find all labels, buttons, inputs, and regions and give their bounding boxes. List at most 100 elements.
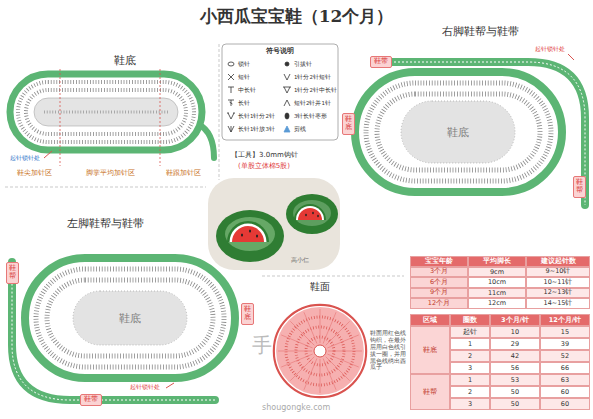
- drawing-part: [241, 233, 243, 236]
- legend-text: 短针2针并1针: [294, 100, 331, 107]
- table-cell: 12~13针: [526, 288, 590, 299]
- chart-heading-group: 鞋底: [5, 52, 220, 152]
- drawing-part: [317, 215, 319, 218]
- table-cell: 圈数: [450, 314, 490, 326]
- start-point-label: 起针锁针处: [10, 155, 40, 162]
- stitch-spoke: [327, 335, 358, 348]
- drawing-part: [44, 151, 52, 158]
- zone-label: 脚掌平均加针区: [86, 170, 135, 177]
- table-cell: 50: [490, 386, 540, 398]
- stitch-spoke: [281, 335, 312, 348]
- table-cell: 平均脚长: [468, 256, 526, 267]
- drawing-part: [568, 54, 574, 60]
- drawing-part: [293, 200, 331, 226]
- part-tag: 鞋底: [342, 113, 355, 135]
- stitch-spoke: [290, 357, 314, 381]
- drawing-part: [34, 98, 178, 126]
- legend-item: 短针2针并1针: [282, 99, 331, 107]
- zone-label: 鞋跟加针区: [166, 170, 201, 177]
- stitch-symbol: [285, 113, 289, 119]
- stitch-spoke: [326, 321, 350, 345]
- legend-text: 中长针: [238, 87, 256, 94]
- center-text: 鞋底: [119, 311, 141, 326]
- legend-item: 中长针: [226, 86, 256, 94]
- circle-outline: [262, 281, 378, 401]
- center-ring: [314, 345, 326, 357]
- table-cell: 10cm: [468, 277, 526, 288]
- drawing-part: [26, 90, 186, 134]
- part-tag: 鞋带: [80, 394, 102, 406]
- table-cell: 11cm: [468, 288, 526, 299]
- drawing-part: [286, 194, 338, 234]
- white-edge: [276, 307, 365, 396]
- part-tag: 鞋带: [370, 56, 392, 68]
- stitch-spoke: [281, 354, 312, 367]
- drawing-part: [219, 44, 220, 180]
- legend-text: 锁针: [238, 61, 250, 68]
- legend-symbol: [282, 112, 292, 120]
- drawing-part: [225, 217, 275, 251]
- stitch-symbol: [228, 87, 234, 93]
- table-cell: 鞋底: [410, 326, 450, 374]
- legend-item: 短针: [226, 73, 250, 81]
- table-cell: 12个月: [410, 298, 468, 309]
- legend-symbol: [226, 99, 236, 107]
- table-cell: 起针: [450, 326, 490, 338]
- table-cell: 9cm: [468, 267, 526, 278]
- drawing-part: [312, 212, 314, 215]
- table-cell: 12个月/针: [540, 314, 590, 326]
- table-cell: 15: [540, 326, 590, 338]
- table-cell: 建议起针数: [526, 256, 590, 267]
- stitch-symbol: [228, 100, 234, 106]
- stitch-spoke: [278, 351, 312, 352]
- chart-heading: 鞋面: [310, 281, 330, 293]
- drawing-part: [216, 210, 284, 262]
- table-cell: 60: [540, 386, 590, 398]
- upper-circle-chart: 鞋面: [262, 281, 378, 401]
- table-cell: 29: [490, 338, 540, 350]
- tag-text: 鞋帮: [9, 265, 16, 280]
- table-cell: 3个月: [410, 267, 468, 278]
- legend-symbol: [226, 112, 236, 120]
- stitch-spoke: [326, 357, 350, 381]
- tag-text: 鞋底: [345, 116, 352, 131]
- legend-item: 引拔针: [282, 60, 312, 68]
- start-point-label: 起针锁针处: [130, 384, 160, 391]
- title: 小西瓜宝宝鞋（12个月）: [0, 5, 593, 28]
- drawing-part: [18, 82, 194, 142]
- legend-item: 长针1针分2针: [226, 112, 275, 120]
- table-cell: 3: [450, 398, 490, 410]
- stitch-spoke: [304, 358, 317, 389]
- legend-text: 长针: [238, 100, 250, 107]
- table-cell: 3个月/针: [490, 314, 540, 326]
- drawing-part: [166, 383, 174, 388]
- table-cell: 9~10针: [526, 267, 590, 278]
- drawing-part: [222, 44, 338, 140]
- drawing-part: [25, 258, 235, 378]
- stitch-symbol: [228, 62, 234, 66]
- watermark: 手: [252, 334, 272, 357]
- legend-heading: 符号说明: [266, 47, 294, 55]
- oval-fill: [401, 101, 515, 163]
- drawing-part: [47, 280, 213, 356]
- legend-item: 3针长针枣形: [282, 112, 328, 120]
- table-cell: 50: [490, 398, 540, 410]
- part-tag: 鞋底: [241, 303, 254, 325]
- table-cell: 66: [540, 362, 590, 374]
- right-shoe-chart: [355, 54, 585, 205]
- legend-box: [222, 44, 338, 140]
- legend-text: 长针1针放3针: [238, 126, 275, 133]
- part-tag: 鞋帮: [573, 176, 586, 198]
- table-cell: 42: [490, 350, 540, 362]
- tag-text: 鞋带: [84, 396, 98, 404]
- stitch-spoke: [290, 321, 314, 345]
- drawing-part: [305, 214, 307, 217]
- legend-text: 1针分2针中长针: [294, 87, 337, 94]
- tag-text: 鞋帮: [576, 179, 583, 194]
- tag-text: 鞋带: [374, 58, 388, 66]
- legend-item: 剪线: [282, 125, 306, 133]
- legend-text: 短针: [238, 74, 250, 81]
- sole-chart: [10, 69, 214, 166]
- legend-text: 引拔针: [294, 61, 312, 68]
- drawing-part: [5, 187, 206, 188]
